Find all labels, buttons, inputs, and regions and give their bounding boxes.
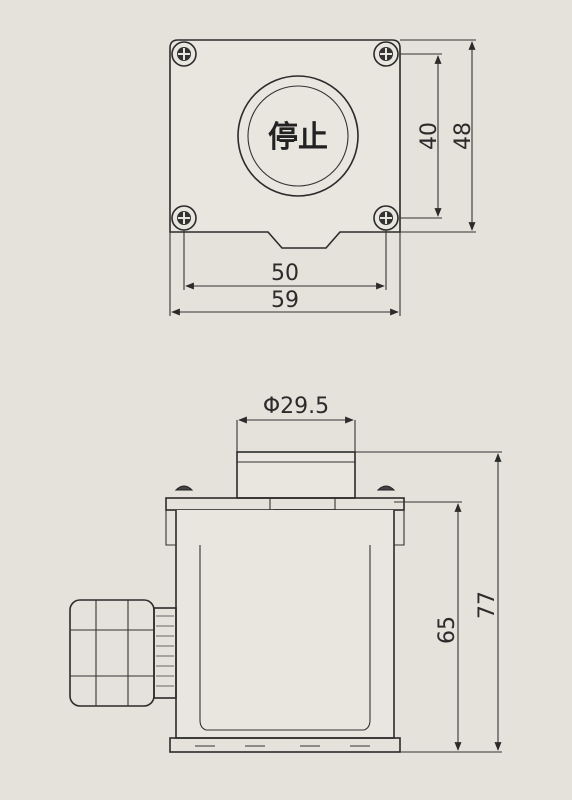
dim-label-59: 59	[271, 288, 299, 313]
button-cap	[236, 451, 356, 499]
dim-label-77: 77	[475, 591, 500, 619]
cable-gland	[69, 599, 177, 707]
dim-label-48: 48	[451, 122, 476, 150]
dim-label-40: 40	[417, 122, 442, 150]
stop-button-face: 停止	[237, 75, 359, 197]
dim-label-65: 65	[435, 616, 460, 644]
extension-lines-horizontal	[169, 230, 401, 316]
base-plate	[169, 737, 401, 753]
screw-top-right	[373, 41, 399, 67]
stop-button-label: 停止	[268, 120, 328, 155]
extension-lines-diameter	[236, 420, 356, 452]
switch-body	[175, 510, 395, 739]
side-view: Φ29.5	[69, 394, 502, 753]
extension-lines-height	[355, 451, 502, 753]
extension-lines-vertical	[400, 39, 476, 233]
screw-top-left	[171, 41, 197, 67]
top-plate	[165, 497, 405, 511]
housing-outline	[169, 39, 401, 249]
dim-label-diameter: Φ29.5	[263, 394, 329, 419]
dim-label-50: 50	[271, 261, 299, 286]
top-view: 停止 40 48 50 59	[169, 39, 476, 316]
